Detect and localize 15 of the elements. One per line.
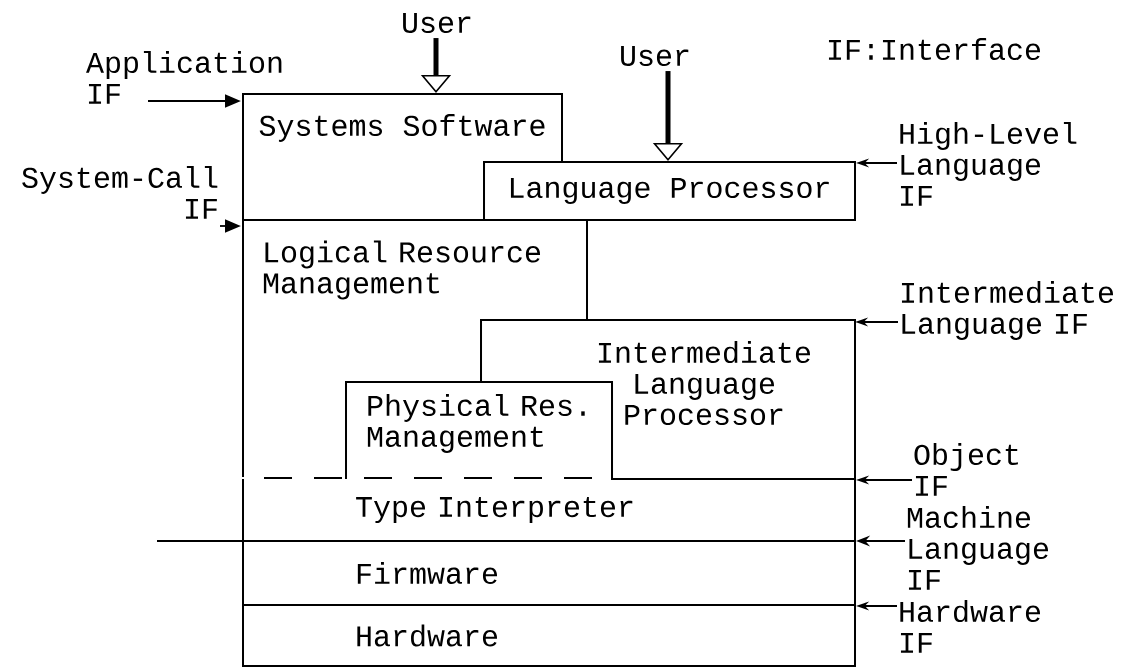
interface-label: Object IF bbox=[914, 443, 1018, 496]
interface-label: System-Call IF bbox=[22, 166, 218, 219]
layer-box: Hardware bbox=[242, 604, 856, 667]
interface-label: Application IF bbox=[86, 51, 282, 104]
user-label: User bbox=[621, 46, 689, 67]
layer-box: Physical Res. Management bbox=[345, 381, 613, 480]
note-text: IF:Interface bbox=[828, 38, 1041, 61]
interface-label: Intermediate Language IF bbox=[901, 281, 1114, 340]
layer-box: Firmware bbox=[242, 540, 856, 606]
user-label: User bbox=[403, 13, 471, 34]
interface-label: Hardware IF bbox=[900, 600, 1041, 653]
layer-box: Type Interpreter bbox=[242, 477, 856, 542]
layer-box: Language Processor bbox=[483, 161, 856, 221]
interface-label: High-Level Language IF bbox=[900, 122, 1077, 206]
interface-label: Machine Language IF bbox=[907, 506, 1049, 590]
